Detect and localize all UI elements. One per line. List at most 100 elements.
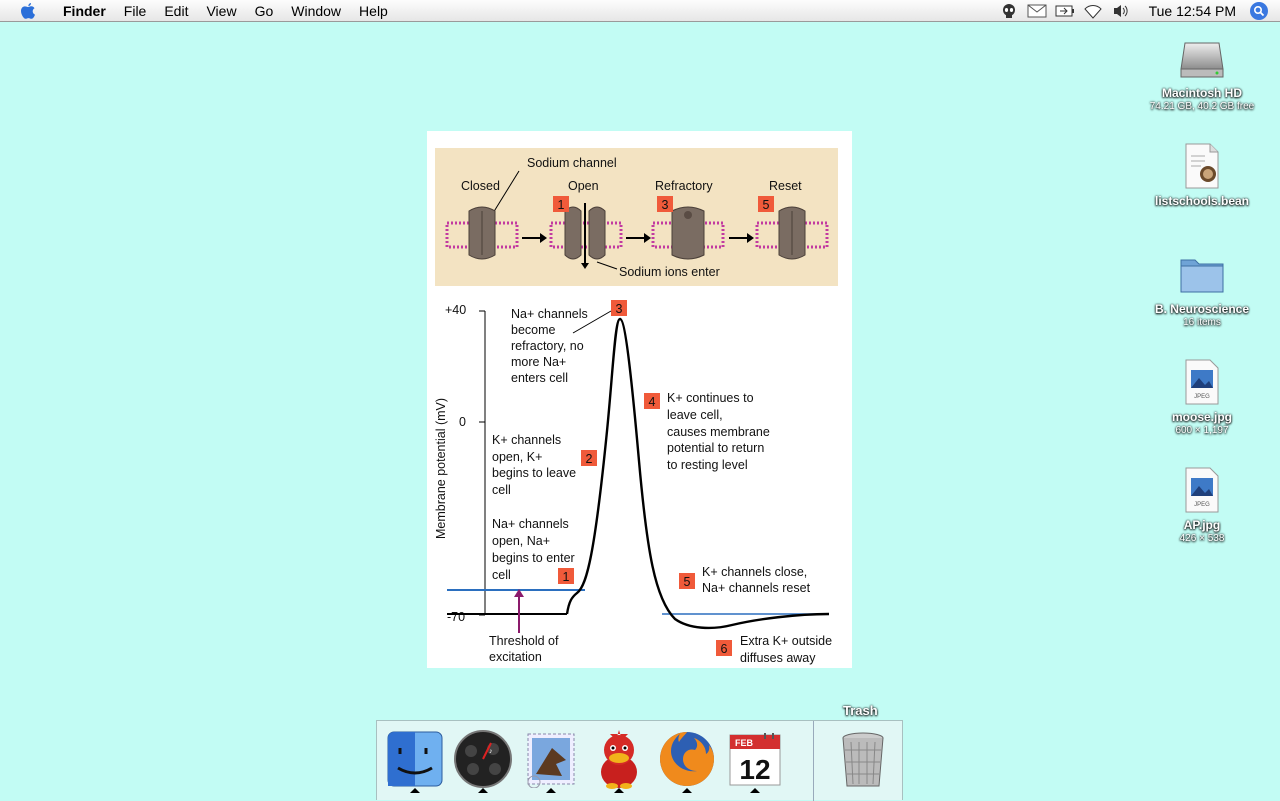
step-4-line-5: to resting level [667, 458, 748, 472]
menu-clock[interactable]: Tue 12:54 PM [1148, 3, 1236, 19]
battery-icon[interactable] [1055, 2, 1075, 20]
dock: ♪ FEB 12 [376, 720, 903, 801]
action-potential-image[interactable]: Sodium channel Closed Open Refractory Re… [427, 131, 852, 668]
menu-finder[interactable]: Finder [63, 3, 106, 19]
step-6-line-1: Extra K+ outside [740, 634, 832, 648]
svg-text:♪: ♪ [489, 748, 493, 755]
folder-icon [1178, 248, 1226, 300]
menu-bar: Finder File Edit View Go Window Help Tue… [0, 0, 1280, 22]
menu-go[interactable]: Go [254, 3, 274, 19]
running-indicator [546, 788, 556, 793]
step-5-number: 5 [684, 575, 691, 589]
step-2-badge [581, 450, 597, 466]
mail-icon[interactable] [1027, 2, 1047, 20]
desktop-icon-name: listschools.bean [1154, 194, 1250, 208]
channel-badge-3 [657, 196, 673, 212]
adium-duck-icon [601, 730, 637, 789]
sodium-channel-title: Sodium channel [527, 156, 617, 170]
step-1-line-2: open, Na+ [492, 534, 550, 548]
menu-edit[interactable]: Edit [164, 3, 189, 19]
step-3-pointer [572, 310, 612, 334]
volume-icon[interactable] [1111, 2, 1131, 20]
dock-separator [813, 721, 814, 801]
channel-badge-5-text: 5 [763, 198, 770, 212]
step-4-number: 4 [649, 395, 656, 409]
ions-pointer [596, 261, 618, 270]
arrow-1-head [540, 233, 547, 243]
channel-badge-1 [553, 196, 569, 212]
dashboard-icon: ♪ [454, 730, 512, 788]
state-refractory-label: Refractory [655, 179, 713, 193]
wifi-icon[interactable] [1083, 2, 1103, 20]
desktop-icon-moose[interactable]: JPEG moose.jpg 600 × 1,197 [1137, 356, 1267, 437]
action-potential-diagram: Sodium channel Closed Open Refractory Re… [434, 148, 838, 665]
dock-firefox[interactable] [655, 725, 719, 793]
desktop-icon-info: 600 × 1,197 [1175, 425, 1229, 436]
dock-trash[interactable] [831, 725, 895, 793]
step-2-line-4: cell [492, 483, 511, 497]
jpeg-file-icon: JPEG [1178, 356, 1226, 408]
dock-dashboard[interactable]: ♪ [451, 725, 515, 793]
y-axis-ticks [479, 310, 485, 616]
alien-icon[interactable] [999, 2, 1019, 20]
membrane-open [549, 203, 623, 269]
state-closed-label: Closed [461, 179, 500, 193]
running-indicator [478, 788, 488, 793]
step-1-number: 1 [563, 570, 570, 584]
desktop-icon-listschools[interactable]: listschools.bean [1137, 140, 1267, 208]
step-3-badge [611, 300, 627, 316]
trash-icon [842, 732, 884, 787]
menu-file[interactable]: File [123, 3, 147, 19]
step-4-line-3: causes membrane [667, 425, 770, 439]
channel-badge-5 [758, 196, 774, 212]
step-4-badge [644, 393, 660, 409]
step-2-line-1: K+ channels [492, 433, 561, 447]
svg-text:JPEG: JPEG [1194, 394, 1210, 400]
spotlight-icon[interactable] [1250, 2, 1268, 20]
desktop-icon-neuroscience[interactable]: B. Neuroscience 16 items [1137, 248, 1267, 329]
step-6-line-2: diffuses away [740, 651, 816, 665]
menu-view[interactable]: View [206, 3, 237, 19]
calendar-day: 12 [739, 754, 770, 785]
desktop-icon-ap[interactable]: JPEG AP.jpg 426 × 538 [1137, 464, 1267, 545]
finder-icon [387, 731, 443, 787]
step-2-line-3: begins to leave [492, 466, 576, 480]
y-tick-minus70: -70 [447, 610, 465, 624]
state-reset-label: Reset [769, 179, 802, 193]
mail-stamp-icon [527, 733, 575, 788]
dock-ical[interactable]: FEB 12 [723, 725, 787, 793]
step-3-line-5: enters cell [511, 371, 568, 385]
running-indicator [614, 788, 624, 793]
arrow-3-head [747, 233, 754, 243]
desktop-icon-name: AP.jpg [1183, 518, 1221, 532]
arrow-2-head [644, 233, 651, 243]
svg-text:JPEG: JPEG [1194, 502, 1210, 508]
step-6-number: 6 [721, 642, 728, 656]
step-2-line-2: open, K+ [492, 450, 542, 464]
membrane-closed [445, 206, 519, 260]
dock-finder[interactable] [383, 725, 447, 793]
step-3-line-4: more Na+ [511, 355, 566, 369]
state-open-label: Open [568, 179, 599, 193]
step-6-badge [716, 640, 732, 656]
threshold-arrow-head [514, 589, 524, 597]
desktop-icon-info: 426 × 538 [1179, 533, 1225, 544]
dock-mail[interactable] [519, 725, 583, 793]
running-indicator [750, 788, 760, 793]
running-indicator [682, 788, 692, 793]
apple-logo-icon[interactable] [16, 0, 40, 22]
calendar-month: FEB [735, 738, 754, 748]
y-tick-plus40: +40 [445, 303, 466, 317]
menu-help[interactable]: Help [359, 3, 388, 19]
step-5-line-2: Na+ channels reset [702, 581, 811, 595]
calendar-icon: FEB 12 [729, 733, 781, 786]
desktop-icon-macintosh-hd[interactable]: Macintosh HD 74.21 GB, 40.2 GB free [1137, 32, 1267, 113]
membrane-refractory [651, 206, 725, 260]
menu-window[interactable]: Window [291, 3, 342, 19]
step-4-line-4: potential to return [667, 441, 764, 455]
dock-adium[interactable] [587, 725, 651, 793]
channel-panel-background [435, 148, 838, 286]
threshold-label-line-1: Threshold of [489, 634, 559, 648]
desktop-icon-info: 16 items [1183, 317, 1221, 328]
menu-bar-right: Tue 12:54 PM [991, 0, 1268, 22]
